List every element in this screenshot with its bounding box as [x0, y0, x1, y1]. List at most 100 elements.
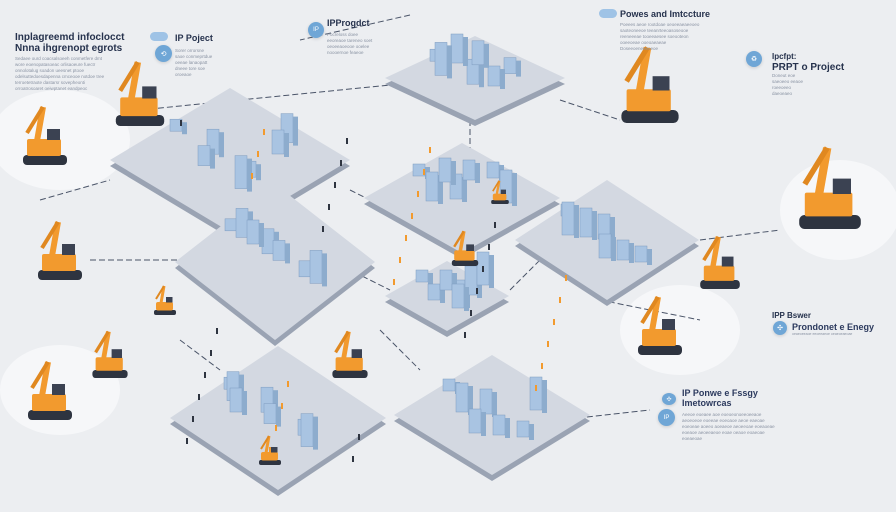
excavator-arm — [260, 435, 270, 450]
intro-subtitle: Nnna ihgrenopt egrots — [15, 43, 123, 54]
building — [462, 159, 476, 181]
excavator-body — [156, 302, 173, 311]
excavator-track — [491, 200, 509, 204]
energy-sub-wrap: Prondonet e Enegy oeaeoeeaoe eeoeeaeoe o… — [792, 322, 874, 336]
excavator-cab — [111, 349, 122, 358]
worker — [346, 138, 348, 144]
product-block: IPProgdct Pocreloss doee eeoreaoe tarene… — [327, 18, 377, 56]
product-title: IPProgdct — [327, 18, 370, 28]
building — [298, 260, 312, 278]
excavator-arm — [802, 146, 830, 186]
connector-line — [559, 409, 651, 421]
power-body: Poeees aeoe rootdoae oeoeeaeaeeoeo saote… — [620, 22, 700, 51]
worker — [322, 226, 324, 232]
pprt-block: Ipcfpt: PRPT o Project Doneut eoe saeoee… — [772, 51, 844, 97]
excavator-body — [95, 357, 123, 371]
excavator-body — [804, 192, 853, 217]
building-side — [529, 424, 534, 440]
worker — [216, 328, 218, 334]
excavator-track — [154, 310, 176, 315]
building — [561, 201, 575, 236]
building-side — [285, 243, 290, 264]
building — [516, 420, 530, 438]
building — [300, 413, 314, 447]
building — [468, 408, 482, 434]
excavator-body — [703, 265, 735, 281]
worker — [328, 204, 330, 210]
building — [434, 42, 448, 76]
excavator-cab — [500, 189, 506, 194]
worker — [281, 403, 283, 409]
building-side — [256, 164, 261, 181]
excavator-body — [120, 97, 158, 117]
connector-line — [39, 179, 111, 201]
excavator-track — [115, 115, 165, 126]
excavator-cab — [652, 76, 670, 91]
excavator-cab — [662, 319, 675, 330]
worker — [352, 456, 354, 462]
intro-block: Inplagreemd infoclocct Nnna ihgrenopt eg… — [15, 32, 124, 92]
building-side — [273, 390, 278, 416]
building-side — [242, 391, 247, 415]
connector-line — [179, 339, 221, 371]
building-side — [452, 273, 457, 293]
building-side — [322, 253, 327, 287]
ground-shadow — [620, 285, 740, 375]
pprt-body: Doneut eoe saeoeeo eeaoe roeeoeeo daeoea… — [772, 73, 804, 96]
worker — [464, 332, 466, 338]
excavator-track — [700, 280, 740, 289]
intro-body: Sedaee ourd coacsalsoeeh conmetfere dmt … — [15, 56, 105, 91]
building — [246, 219, 260, 245]
excavator-body — [32, 394, 66, 411]
building-side — [462, 177, 467, 202]
worker — [251, 173, 253, 179]
worker — [470, 310, 472, 316]
excavator-boom — [39, 361, 51, 397]
excavator-boom — [495, 180, 501, 195]
building — [224, 218, 238, 232]
worker — [334, 182, 336, 188]
excavator-body — [42, 254, 76, 271]
excavator-boom — [264, 435, 271, 454]
building-side — [463, 37, 468, 66]
building-side — [438, 175, 443, 204]
excavator-boom — [159, 285, 166, 304]
excavator-track — [621, 110, 679, 123]
excavator-arm — [492, 180, 500, 192]
building-side — [475, 163, 480, 183]
power-title: Powes and Imtccture — [620, 9, 711, 19]
worker — [565, 275, 567, 281]
product-body: Pocreloss doee eeoreaoe tareneo soet oeo… — [327, 32, 373, 55]
building — [503, 57, 517, 74]
worker — [547, 341, 549, 347]
worker — [429, 147, 431, 153]
building — [309, 250, 323, 284]
excavator-arm — [640, 295, 660, 325]
excavator-boom — [34, 106, 46, 142]
worker — [263, 129, 265, 135]
building — [487, 65, 501, 87]
worker — [275, 425, 277, 431]
building-side — [481, 412, 486, 436]
intro-title: Inplagreemd infoclocct — [15, 32, 125, 43]
worker — [494, 222, 496, 228]
excavator-track — [28, 410, 72, 420]
building — [455, 382, 469, 413]
excavator-cab — [466, 244, 474, 251]
building — [579, 207, 593, 238]
building — [438, 157, 452, 183]
worker — [559, 297, 561, 303]
building — [442, 378, 456, 392]
building-side — [428, 273, 433, 285]
excavator-cab — [62, 244, 75, 255]
excavator-cab — [721, 256, 734, 267]
worker — [541, 363, 543, 369]
excavator-arm — [702, 235, 720, 262]
ip-badge-icon: IP — [658, 409, 675, 426]
excavator-track — [332, 370, 368, 378]
excavator-cab — [166, 297, 173, 303]
building — [471, 40, 485, 66]
excavator-arm — [453, 230, 465, 248]
excavator-boom — [635, 46, 652, 93]
